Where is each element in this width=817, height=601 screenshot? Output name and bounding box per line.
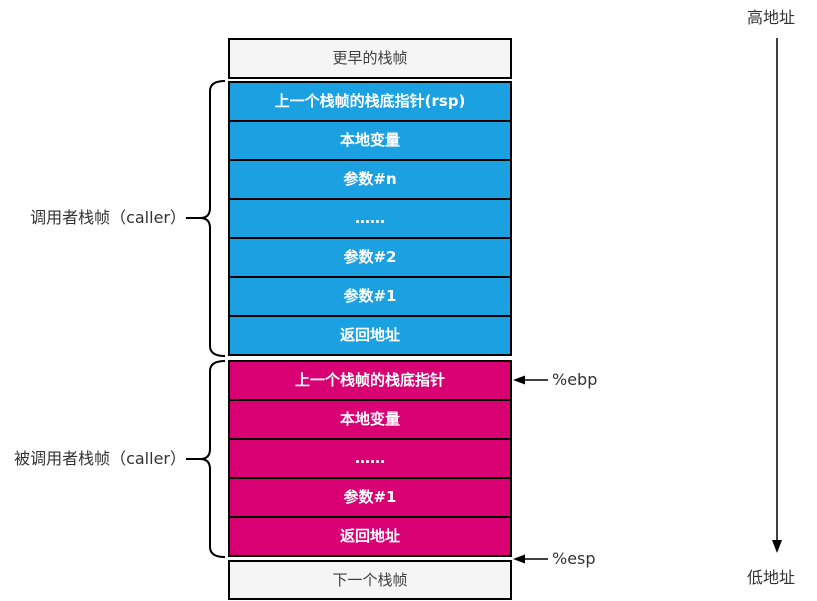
low-address-label: 低地址: [747, 568, 796, 587]
ebp-arrow: [513, 375, 548, 385]
stack-row: ……: [228, 438, 512, 479]
esp-register-label: %esp: [552, 549, 596, 568]
stack-row: 返回地址: [228, 516, 512, 557]
stack-row: 本地变量: [228, 120, 512, 161]
caller-frame-label: 调用者栈帧（caller）: [30, 208, 186, 227]
ebp-register-label: %ebp: [552, 370, 598, 389]
stack-row: 上一个栈帧的栈底指针: [228, 360, 512, 401]
high-address-label: 高地址: [747, 8, 796, 27]
stack-row: 本地变量: [228, 399, 512, 440]
caller-brace: [186, 80, 226, 357]
esp-arrow: [513, 554, 548, 564]
stack-row: 参数#1: [228, 477, 512, 518]
address-direction-arrow: [772, 38, 782, 553]
stack-row: 参数#n: [228, 159, 512, 200]
stack-row: 返回地址: [228, 315, 512, 356]
next-frame-row: 下一个栈帧: [228, 560, 512, 600]
stack-row: 上一个栈帧的栈底指针(rsp): [228, 81, 512, 122]
callee-frame-label: 被调用者栈帧（caller）: [14, 449, 186, 468]
earlier-frame-row: 更早的栈帧: [228, 38, 512, 79]
stack-row: 参数#1: [228, 276, 512, 317]
stack-row: 参数#2: [228, 237, 512, 278]
callee-brace: [186, 360, 226, 558]
stack-row: ……: [228, 198, 512, 239]
